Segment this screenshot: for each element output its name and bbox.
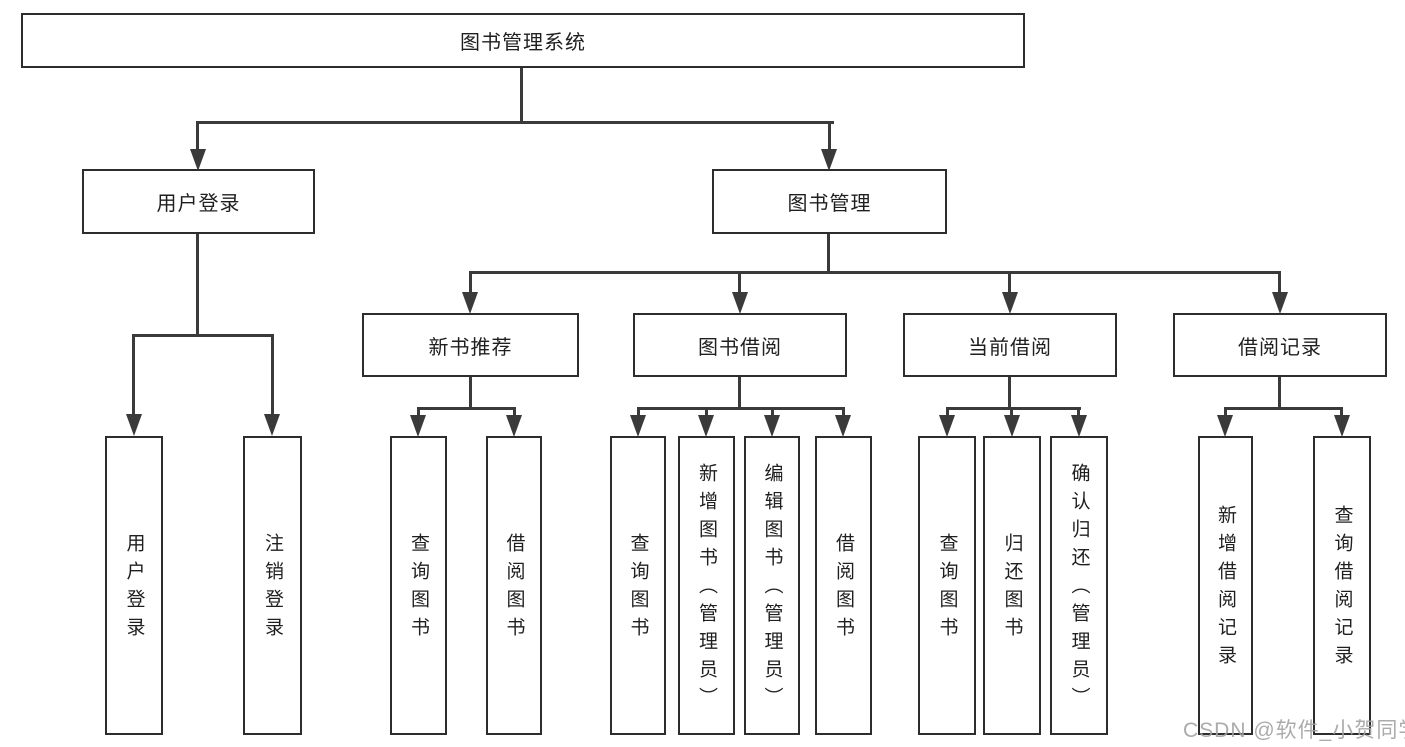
node-current-borrowing: 当前借阅 [903,313,1117,377]
leaf-query-books: 查询图书 [610,436,666,735]
node-library-management-system: 图书管理系统 [21,13,1025,68]
leaf-borrow-books: 借阅图书 [486,436,542,735]
connector-stem [771,407,774,417]
arrow-down-icon [939,415,955,437]
connector-stem [1077,407,1080,417]
arrow-down-icon [1002,292,1018,314]
connector-rail [417,407,516,410]
connector-stem [1278,271,1281,294]
leaf-query-borrow-record: 查询借阅记录 [1313,436,1371,735]
arrow-down-icon [835,415,851,437]
arrow-down-icon [1217,415,1233,437]
arrow-down-icon [1004,415,1020,437]
arrow-down-icon [732,292,748,314]
node-borrow-records: 借阅记录 [1173,313,1387,377]
connector-user-login-rail [133,334,274,337]
arrow-down-icon [506,415,522,437]
arrow-down-icon [1334,415,1350,437]
node-book-borrowing: 图书借阅 [633,313,847,377]
connector-book-management-trunk [827,234,830,274]
connector-stem [1340,407,1343,417]
leaf-confirm-return-admin: 确认归还（管理员） [1050,436,1108,735]
node-book-management: 图书管理 [712,169,947,234]
arrow-down-icon [410,415,426,437]
leaf-return-books: 归还图书 [983,436,1041,735]
connector-stem [1224,407,1227,417]
node-new-book-recommend: 新书推荐 [362,313,579,377]
arrow-down-icon [821,149,837,171]
connector-stem [946,407,949,417]
leaf-query-books: 查询图书 [918,436,976,735]
connector-stem [196,121,199,151]
connector-stem [738,271,741,294]
connector-stem [469,271,472,294]
connector-rail [1224,407,1343,410]
arrow-down-icon [764,415,780,437]
connector-user-login-trunk [196,234,199,337]
connector-stem [828,121,831,151]
leaf-edit-book-admin: 编辑图书（管理员） [744,436,800,735]
arrow-down-icon [126,414,142,436]
arrow-down-icon [1071,415,1087,437]
connector-rail [637,407,844,410]
connector-stem [132,334,135,416]
connector-trunk [469,377,472,410]
arrow-down-icon [190,149,206,171]
connector-level2-rail [197,121,834,124]
leaf-borrow-books: 借阅图书 [815,436,872,735]
connector-trunk [738,377,741,410]
arrow-down-icon [1272,292,1288,314]
leaf-user-login: 用户登录 [105,436,163,735]
leaf-add-book-admin: 新增图书（管理员） [678,436,735,735]
arrow-down-icon [462,292,478,314]
connector-stem [513,407,516,417]
arrow-down-icon [630,415,646,437]
connector-rail [946,407,1081,410]
leaf-query-books: 查询图书 [390,436,447,735]
connector-root-trunk [520,67,523,123]
connector-stem [637,407,640,417]
leaf-logout: 注销登录 [243,436,302,735]
connector-stem [1010,407,1013,417]
csdn-watermark: CSDN @软件_小贺同学 [1183,719,1405,742]
arrow-down-icon [264,414,280,436]
arrow-down-icon [698,415,714,437]
connector-stem [842,407,845,417]
connector-trunk [1278,377,1281,410]
connector-stem [1008,271,1011,294]
connector-stem [417,407,420,417]
connector-stem [705,407,708,417]
leaf-add-borrow-record: 新增借阅记录 [1198,436,1253,735]
connector-stem [271,334,274,416]
connector-level3-rail [469,271,1281,274]
connector-trunk [1008,377,1011,410]
node-user-login: 用户登录 [82,169,315,234]
